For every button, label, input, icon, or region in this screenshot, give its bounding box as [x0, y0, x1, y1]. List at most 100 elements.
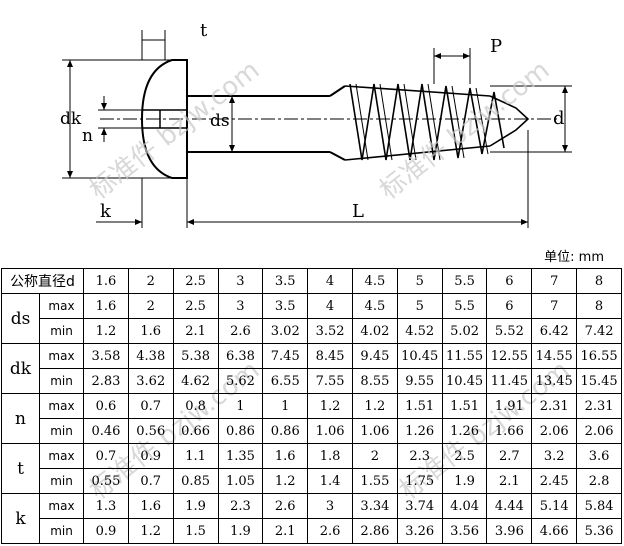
group-label: dk — [1, 343, 40, 394]
value-cell: 6 — [486, 293, 533, 319]
value-cell: 2 — [351, 443, 398, 469]
value-cell: 1.91 — [486, 393, 533, 419]
value-cell: 2.6 — [217, 318, 264, 344]
value-cell: 5.14 — [531, 493, 578, 519]
value-cell: 1.35 — [217, 443, 264, 469]
header-label: 公称直径d — [0, 268, 85, 294]
value-cell: 15.45 — [576, 368, 622, 394]
value-cell: 4.66 — [531, 518, 578, 544]
value-cell: 2.1 — [486, 468, 533, 494]
label-dk: dk — [60, 109, 82, 129]
value-cell: 4.5 — [351, 293, 398, 319]
group-label: ds — [1, 293, 40, 344]
value-cell: 1.9 — [217, 518, 264, 544]
value-cell: 0.55 — [83, 468, 129, 494]
screw-thread — [344, 83, 530, 161]
value-cell: 3.56 — [441, 518, 488, 544]
value-cell: 1.6 — [127, 318, 174, 344]
value-cell: 6.55 — [262, 368, 309, 394]
value-cell: 0.66 — [172, 418, 219, 444]
value-cell: 0.86 — [217, 418, 264, 444]
value-cell: 10.45 — [396, 343, 443, 369]
value-cell: 0.7 — [83, 443, 129, 469]
value-cell: 1.2 — [351, 393, 398, 419]
value-cell: 2.5 — [172, 293, 219, 319]
value-cell: 5.02 — [441, 318, 488, 344]
label-p: P — [490, 36, 502, 57]
nominal-cell: 4.5 — [351, 268, 398, 294]
value-cell: 1.5 — [172, 518, 219, 544]
dim-n — [98, 96, 142, 142]
value-cell: 4.04 — [441, 493, 488, 519]
row-label: min — [38, 468, 85, 494]
group-label: n — [1, 393, 40, 444]
group-label: k — [1, 493, 40, 544]
value-cell: 1.51 — [396, 393, 443, 419]
value-cell: 2.31 — [576, 393, 622, 419]
value-cell: 11.55 — [441, 343, 488, 369]
row-label: min — [38, 368, 85, 394]
value-cell: 8.55 — [351, 368, 398, 394]
value-cell: 1.75 — [396, 468, 443, 494]
value-cell: 3.74 — [396, 493, 443, 519]
value-cell: 5.52 — [486, 318, 533, 344]
value-cell: 6.42 — [531, 318, 578, 344]
value-cell: 0.56 — [127, 418, 174, 444]
screw-drawing: t P dk n ds d k — [60, 20, 572, 228]
nominal-cell: 2.5 — [172, 268, 219, 294]
value-cell: 5.5 — [441, 293, 488, 319]
value-cell: 3.34 — [351, 493, 398, 519]
value-cell: 4.02 — [351, 318, 398, 344]
value-cell: 2.06 — [531, 418, 578, 444]
value-cell: 8 — [576, 293, 622, 319]
nominal-cell: 5.5 — [441, 268, 488, 294]
row-label: max — [38, 493, 85, 519]
label-l: L — [352, 201, 364, 222]
value-cell: 2.3 — [396, 443, 443, 469]
value-cell: 1.06 — [351, 418, 398, 444]
nominal-cell: 7 — [531, 268, 578, 294]
value-cell: 1.6 — [262, 443, 309, 469]
screw-shank — [187, 85, 346, 161]
nominal-cell: 8 — [576, 268, 622, 294]
value-cell: 3.6 — [576, 443, 622, 469]
value-cell: 1.2 — [262, 468, 309, 494]
row-label: min — [38, 318, 85, 344]
value-cell: 3.26 — [396, 518, 443, 544]
value-cell: 3.5 — [262, 293, 309, 319]
value-cell: 0.86 — [262, 418, 309, 444]
value-cell: 3.62 — [127, 368, 174, 394]
value-cell: 5.84 — [576, 493, 622, 519]
value-cell: 2.06 — [576, 418, 622, 444]
value-cell: 0.8 — [172, 393, 219, 419]
value-cell: 1.55 — [351, 468, 398, 494]
value-cell: 12.55 — [486, 343, 533, 369]
row-label: min — [38, 518, 85, 544]
value-cell: 4.52 — [396, 318, 443, 344]
value-cell: 3.02 — [262, 318, 309, 344]
value-cell: 2.7 — [486, 443, 533, 469]
value-cell: 7.42 — [576, 318, 622, 344]
value-cell: 2 — [127, 293, 174, 319]
value-cell: 3.58 — [83, 343, 129, 369]
label-n: n — [82, 126, 93, 146]
value-cell: 3.2 — [531, 443, 578, 469]
value-cell: 1.66 — [486, 418, 533, 444]
dim-p — [433, 48, 471, 84]
dim-t — [141, 30, 166, 60]
value-cell: 10.45 — [441, 368, 488, 394]
value-cell: 3 — [307, 493, 353, 519]
value-cell: 1.9 — [172, 493, 219, 519]
dim-l — [187, 130, 529, 228]
value-cell: 1.3 — [83, 493, 129, 519]
value-cell: 1.6 — [83, 293, 129, 319]
row-label: max — [38, 343, 85, 369]
